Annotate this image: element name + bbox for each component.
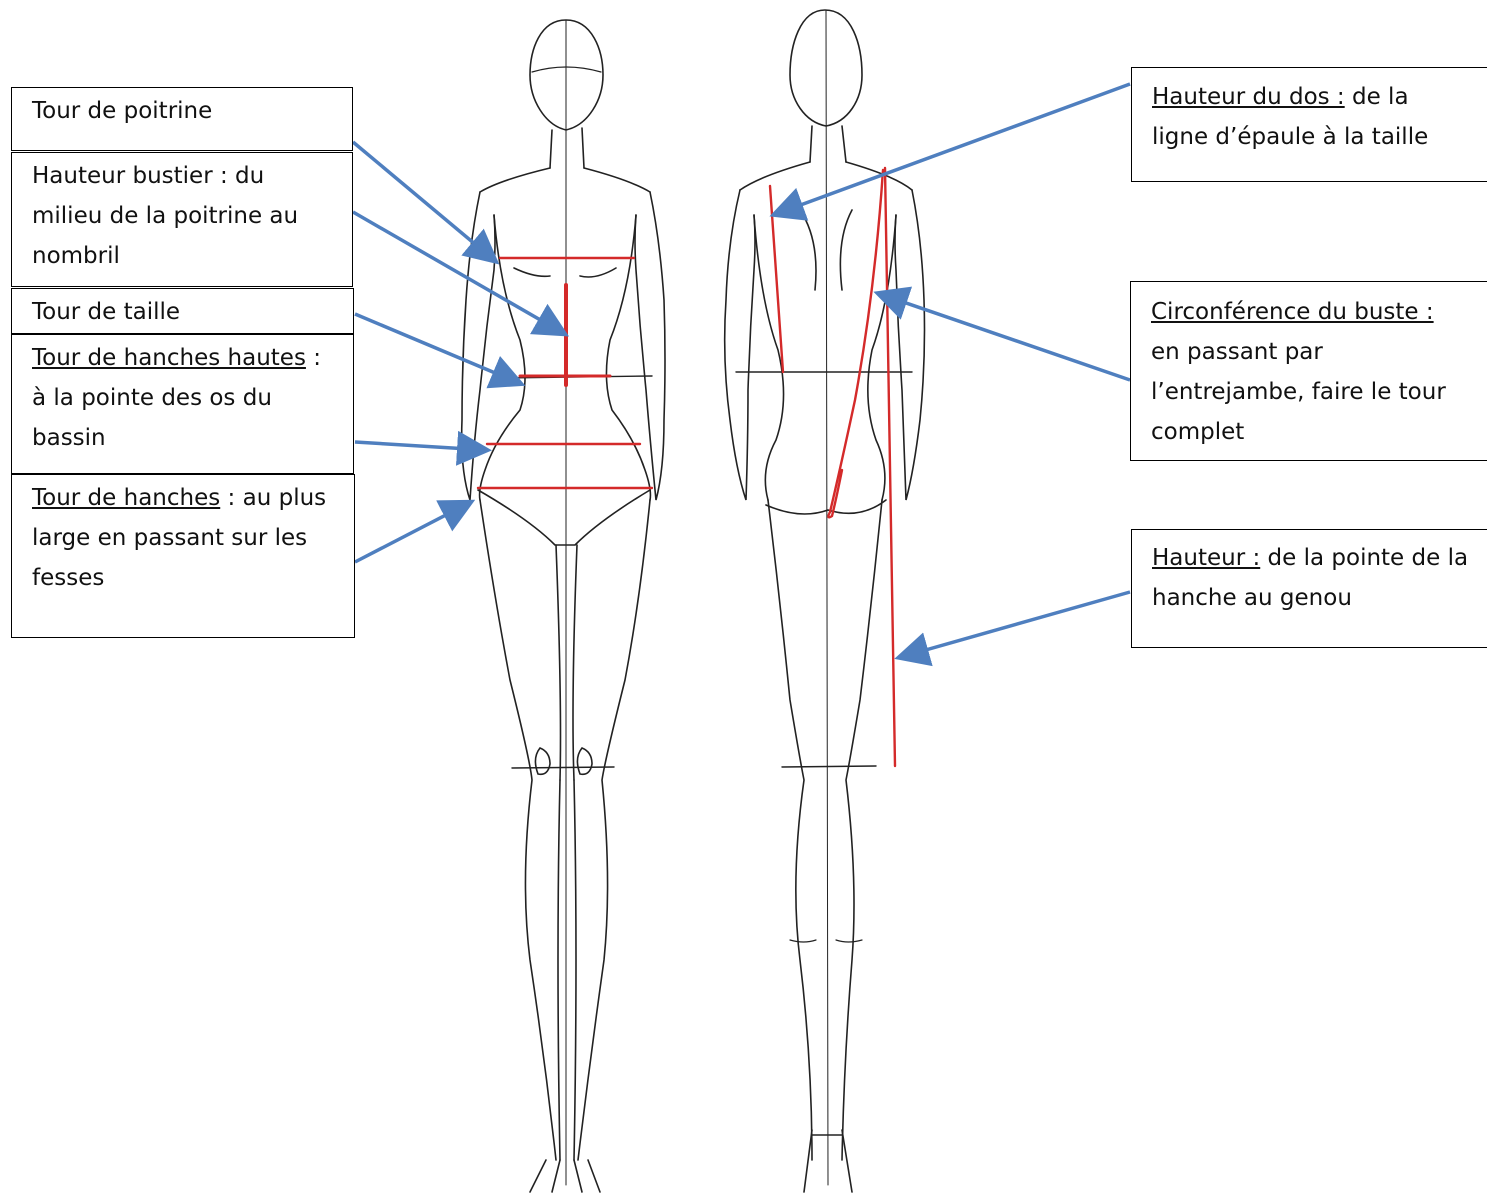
arrow-tour-taille [355, 314, 519, 383]
label-tour-poitrine: Tour de poitrine [11, 87, 353, 151]
label-hanches: Tour de hanches : au plus large en passa… [11, 474, 355, 638]
label-circonference-buste: Circonférence du buste : en passant par … [1130, 281, 1487, 461]
label-hanches-title: Tour de hanches [32, 485, 220, 511]
label-tour-poitrine-text: Tour de poitrine [32, 98, 212, 124]
front-figure [462, 20, 665, 1192]
arrow-hanches-hautes [355, 442, 485, 450]
label-tour-taille: Tour de taille [11, 288, 354, 334]
label-hauteur-bustier-text: Hauteur bustier : du milieu de la poitri… [32, 163, 298, 269]
label-hauteur-title: Hauteur : [1152, 545, 1260, 571]
label-hauteur: Hauteur : de la pointe de la hanche au g… [1131, 529, 1487, 648]
arrow-tour-poitrine [353, 142, 494, 260]
arrow-hauteur [901, 592, 1130, 657]
label-hauteur-dos-title: Hauteur du dos : [1152, 84, 1345, 110]
label-circonference-buste-title: Circonférence du buste : [1151, 299, 1434, 325]
arrow-circonference-buste [880, 294, 1130, 380]
label-circonference-buste-text: en passant par l’entrejambe, faire le to… [1151, 339, 1446, 445]
label-hanches-hautes: Tour de hanches hautes : à la pointe des… [11, 334, 354, 474]
measure-lines [478, 168, 895, 766]
label-hanches-hautes-title: Tour de hanches hautes [32, 345, 306, 371]
label-hauteur-bustier: Hauteur bustier : du milieu de la poitri… [11, 152, 353, 287]
back-figure [725, 10, 925, 1192]
label-tour-taille-text: Tour de taille [32, 299, 180, 325]
label-hauteur-dos: Hauteur du dos : de la ligne d’épaule à … [1131, 67, 1487, 182]
arrow-hauteur-dos [776, 84, 1130, 214]
measure-hauteur [885, 168, 895, 766]
arrow-hanches [355, 503, 469, 562]
callout-arrows [353, 84, 1130, 657]
